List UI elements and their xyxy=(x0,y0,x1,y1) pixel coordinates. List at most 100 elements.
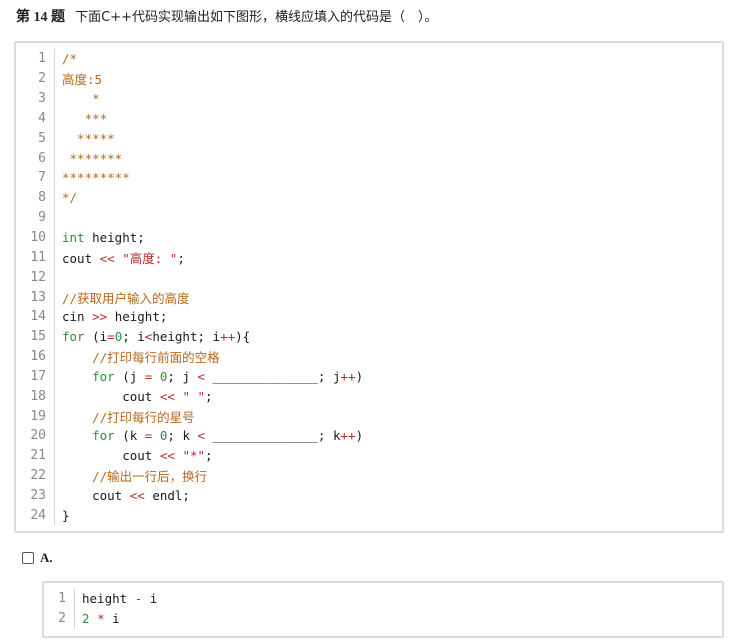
code-token: height xyxy=(82,591,135,607)
code-text: cout << " "; xyxy=(55,388,213,404)
question-header: 第 14 题 下面C++代码实现输出如下图形，横线应填入的代码是（ ）。 xyxy=(16,9,438,27)
line-number: 15 xyxy=(16,326,55,347)
code-line: 8 */ xyxy=(16,187,363,208)
code-token: < xyxy=(144,329,153,345)
code-token: ********* xyxy=(62,170,130,186)
code-line: 18 cout << " "; xyxy=(16,386,363,407)
code-text: //打印每行前面的空格 xyxy=(55,347,220,366)
code-token: "高度: " xyxy=(122,250,178,266)
line-number: 14 xyxy=(16,306,55,327)
checkbox-icon[interactable] xyxy=(22,552,34,564)
code-token: (i xyxy=(84,329,108,345)
code-token: >> xyxy=(92,309,108,325)
line-number: 2 xyxy=(16,68,55,89)
code-line: 17 for (j = 0; j < ______________; j++) xyxy=(16,366,364,387)
code-token xyxy=(62,428,92,443)
code-token: ) xyxy=(355,368,364,384)
question-text: 下面C++代码实现输出如下图形，横线应填入的代码是（ ）。 xyxy=(75,10,438,25)
code-line: 6 ******* xyxy=(16,148,363,169)
line-number: 6 xyxy=(16,148,55,169)
code-token: ++ xyxy=(220,329,236,345)
code-token: - xyxy=(134,591,143,607)
code-token: 0 xyxy=(114,329,123,345)
question-number: 第 14 题 xyxy=(16,10,65,25)
code-token: cout xyxy=(62,388,160,404)
line-number: 1 xyxy=(16,49,55,69)
code-token: = xyxy=(144,368,153,384)
code-line: 20 for (k = 0; k < ______________; k++) xyxy=(16,426,363,446)
code-token: ______________; j xyxy=(205,368,341,384)
code-line: 21 cout << "*"; xyxy=(16,445,363,466)
code-line: 5 ***** xyxy=(16,128,363,149)
code-token: ; j xyxy=(167,368,198,384)
code-text: ***** xyxy=(55,131,115,146)
code-text: for (i=0; i<height; i++){ xyxy=(55,329,250,344)
code-text: *** xyxy=(55,110,108,126)
code-token: 0 xyxy=(159,368,168,384)
line-number: 16 xyxy=(16,346,55,367)
code-token: < xyxy=(197,428,206,444)
option-a[interactable]: A. xyxy=(22,550,53,566)
code-token: ; xyxy=(205,388,213,404)
code-token: for xyxy=(92,428,115,444)
code-token: *** xyxy=(62,110,108,126)
code-token: = xyxy=(107,329,115,345)
code-line: 24} xyxy=(16,505,363,526)
code-token: (j xyxy=(114,368,145,384)
code-token: i xyxy=(104,611,120,627)
line-number: 10 xyxy=(16,227,55,248)
code-text: //打印每行的星号 xyxy=(55,407,195,426)
code-token: height; xyxy=(84,230,145,246)
code-token: int xyxy=(62,230,85,246)
code-text: ******* xyxy=(55,150,123,166)
code-text: cin >> height; xyxy=(55,309,167,324)
code-token: ******* xyxy=(62,150,123,166)
code-token: " " xyxy=(182,388,206,404)
line-number: 18 xyxy=(16,386,55,407)
code-token: cout xyxy=(62,487,130,503)
code-token: //打印每行前面的空格 xyxy=(92,350,220,366)
code-token: cout xyxy=(62,250,100,266)
line-number: 13 xyxy=(16,287,55,307)
code-text: } xyxy=(55,508,70,523)
line-number: 5 xyxy=(16,128,55,149)
code-line: 22 //输出一行后，换行 xyxy=(16,465,363,486)
code-line: 12 xyxy=(16,267,363,288)
code-line: 7********* xyxy=(16,168,363,188)
code-token: << xyxy=(129,487,145,503)
code-text: int height; xyxy=(55,230,145,245)
option-label: A. xyxy=(40,550,53,565)
code-token xyxy=(152,369,160,384)
code-token: ***** xyxy=(62,130,115,146)
code-token: ; i xyxy=(122,329,145,345)
code-line: 13//获取用户输入的高度 xyxy=(16,287,363,307)
code-token: } xyxy=(62,507,70,523)
code-token: endl; xyxy=(144,487,190,503)
code-line: 9 xyxy=(16,207,363,228)
code-token: height; xyxy=(107,309,168,325)
line-number: 4 xyxy=(16,108,55,129)
line-number: 8 xyxy=(16,187,55,208)
line-number: 9 xyxy=(16,207,55,228)
code-token: * xyxy=(62,91,100,107)
code-token: */ xyxy=(62,190,78,206)
code-token: = xyxy=(144,428,153,444)
code-text: 高度:5 xyxy=(55,69,102,88)
code-text: */ xyxy=(55,190,77,205)
code-token: cout xyxy=(62,448,160,464)
code-token: ; xyxy=(177,250,185,266)
code-token: << xyxy=(99,250,115,266)
code-token: << xyxy=(159,448,175,464)
code-text: cout << "高度: "; xyxy=(55,248,185,267)
code-text: cout << "*"; xyxy=(55,448,212,464)
line-number: 3 xyxy=(16,88,55,109)
